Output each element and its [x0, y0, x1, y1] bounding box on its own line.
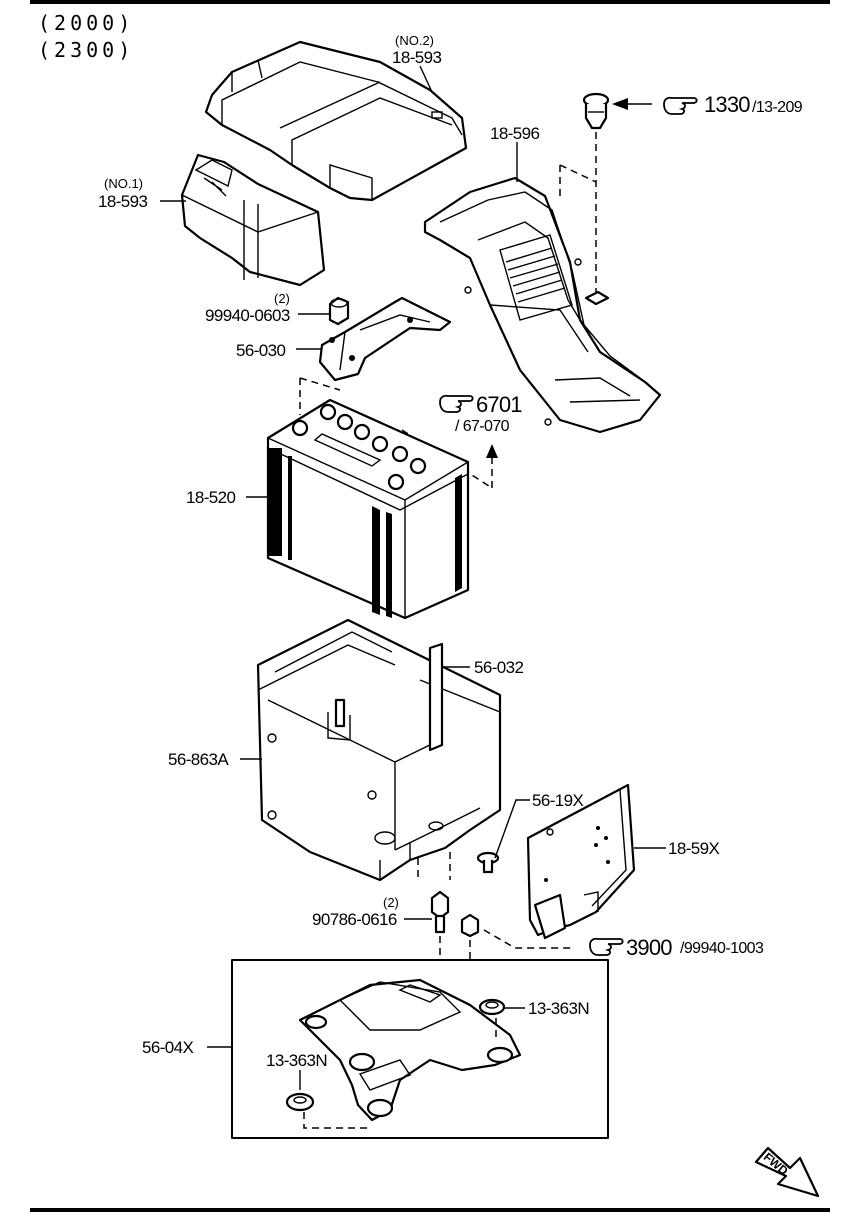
label-99940-0603: 99940-0603	[205, 306, 290, 325]
label-56-04X: 56-04X	[142, 1038, 193, 1057]
ref-99940-1003: /99940-1003	[680, 940, 764, 957]
pointing-hand-icon	[663, 96, 698, 115]
tray-56-863A	[256, 618, 502, 882]
label-18-520: 18-520	[186, 488, 235, 507]
ref-67-070: / 67-070	[455, 418, 510, 435]
label-qty-nut: (2)	[274, 291, 290, 306]
pointing-hand-icon	[439, 394, 474, 413]
top-rule	[30, 0, 830, 4]
duct-18-596	[423, 176, 662, 434]
header-line-1: (2000)	[38, 11, 134, 35]
bracket-56-030	[318, 296, 452, 382]
ref-3900: 3900	[626, 935, 672, 960]
screw-56-19X	[476, 851, 500, 874]
label-56-863A: 56-863A	[168, 750, 229, 769]
grommet-13-363N-a	[478, 998, 506, 1016]
label-13-363N-a: 13-363N	[528, 999, 589, 1018]
bolt-90786-0616	[430, 890, 450, 934]
label-90786-0616: 90786-0616	[312, 910, 397, 929]
label-13-363N-b: 13-363N	[266, 1051, 327, 1070]
header-line-2: (2300)	[38, 38, 134, 62]
rod-56-032	[428, 642, 444, 752]
grommet-13-363N-b	[285, 1092, 315, 1112]
label-56-19X: 56-19X	[532, 791, 583, 810]
fwd-arrow-icon: FWD	[754, 1146, 820, 1198]
battery-18-520	[266, 398, 470, 620]
nut-99940-0603	[328, 296, 350, 326]
ref-1330: 1330	[704, 92, 750, 117]
label-18-596: 18-596	[490, 124, 539, 143]
label-no2: (NO.2)	[395, 33, 434, 48]
ref-13-209: /13-209	[752, 99, 803, 116]
panel-18-59X	[526, 783, 636, 940]
label-qty-bolt: (2)	[383, 895, 399, 910]
label-no1: (NO.1)	[104, 176, 143, 191]
cover-no2	[204, 40, 468, 202]
bracket-56-04X	[298, 978, 522, 1122]
label-18-593-no1: 18-593	[98, 192, 147, 211]
label-18-59X: 18-59X	[668, 839, 719, 858]
clip-1330	[582, 92, 610, 130]
cover-no1	[180, 153, 326, 287]
leader-lines	[160, 65, 666, 1090]
ref-6701: 6701	[476, 392, 522, 417]
nut-3900	[460, 913, 480, 938]
bottom-rule	[30, 1208, 830, 1212]
pointing-hand-icon	[589, 937, 624, 956]
label-56-032: 56-032	[474, 658, 523, 677]
label-56-030: 56-030	[236, 341, 285, 360]
label-18-593-no2: 18-593	[392, 48, 441, 67]
